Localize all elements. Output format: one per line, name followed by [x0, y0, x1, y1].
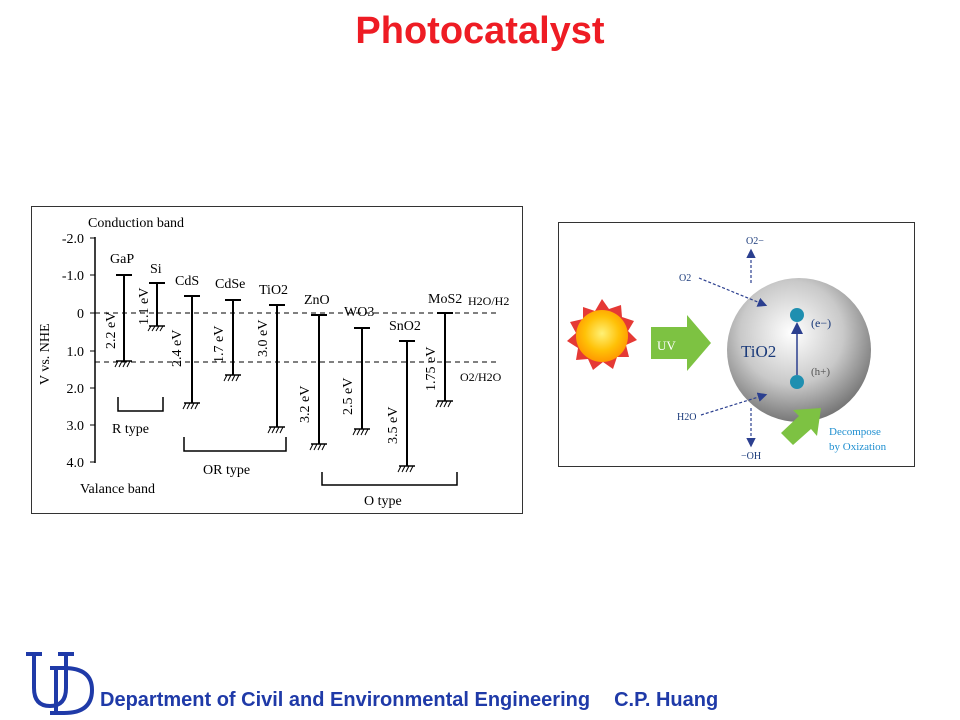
gap-bar-wo3	[352, 327, 370, 436]
gap-bar-mos2	[435, 312, 453, 408]
material-label: Si	[150, 262, 162, 277]
or-type-bracket	[183, 437, 287, 452]
electron-label: (e−)	[811, 316, 831, 330]
material-labels: GaP Si CdS CdSe TiO2 ZnO WO3 SnO2 MoS2	[110, 252, 462, 334]
or-type-label: OR type	[203, 463, 250, 478]
material-label: ZnO	[304, 293, 330, 308]
hole-label: (h+)	[811, 366, 830, 378]
gap-value-labels: 2.2 eV 1.1 eV 2.4 eV 1.7 eV 3.0 eV 3.2 e…	[104, 288, 439, 444]
decompose-text: Decompose by Oxization	[829, 426, 887, 453]
uv-arrow: UV	[651, 315, 711, 371]
gap-value-label: 2.2 eV	[104, 312, 119, 349]
hydroxyl-label: −OH	[741, 451, 761, 462]
h2-redox-label: H2O/H2	[468, 294, 509, 308]
gap-bar-si	[147, 282, 165, 332]
gap-bar-cdse	[223, 299, 241, 382]
group-labels: R type OR type O type	[112, 422, 402, 509]
material-label: CdSe	[215, 277, 245, 292]
gap-value-label: 2.4 eV	[170, 330, 185, 367]
tio2-particle	[727, 278, 871, 422]
y-tick-label: 0	[77, 307, 84, 322]
gap-bar-sno2	[397, 340, 415, 473]
band-edge-svg: Conduction band Valance band V vs. NHE -…	[38, 216, 509, 509]
conduction-band-label: Conduction band	[88, 216, 184, 231]
gap-bar-tio2	[267, 304, 285, 434]
gap-value-label: 2.5 eV	[341, 378, 356, 415]
electron-dot	[790, 308, 804, 322]
o2-redox-label: O2/H2O	[460, 370, 502, 384]
author-name: C.P. Huang	[614, 689, 719, 711]
gap-bar-zno	[309, 314, 327, 451]
gap-value-label: 3.5 eV	[386, 407, 401, 444]
department-name: Department of Civil and Environmental En…	[100, 689, 591, 711]
tio2-label: TiO2	[741, 342, 776, 361]
footer: Department of Civil and Environmental En…	[100, 689, 718, 712]
y-axis-label: V vs. NHE	[38, 323, 53, 385]
uv-label: UV	[657, 338, 676, 353]
decompose-line2: by Oxization	[829, 441, 887, 453]
y-tick-labels: -2.0 -1.0 0 1.0 2.0 3.0 4.0	[62, 232, 84, 471]
gap-bar-gap	[114, 274, 132, 368]
material-label: SnO2	[389, 319, 421, 334]
h2o-label: H2O	[677, 412, 696, 423]
material-label: TiO2	[259, 283, 288, 298]
gap-value-label: 3.0 eV	[256, 320, 271, 357]
species-labels: O2− O2 H2O −OH	[677, 236, 764, 462]
o2-label: O2	[679, 273, 691, 284]
h2o-oxidation-arrow	[700, 392, 768, 416]
y-tick-label: 4.0	[67, 456, 85, 471]
material-label: MoS2	[428, 292, 462, 307]
group-brackets	[117, 397, 458, 486]
valence-band-label: Valance band	[80, 482, 155, 497]
o-type-label: O type	[364, 494, 402, 509]
y-tick-label: 1.0	[67, 345, 85, 360]
r-type-label: R type	[112, 422, 149, 437]
band-edge-diagram: Conduction band Valance band V vs. NHE -…	[31, 206, 523, 514]
sun-icon	[567, 299, 637, 370]
gap-bar-cds	[182, 295, 200, 410]
page-title: Photocatalyst	[355, 10, 605, 52]
y-tick-label: 3.0	[67, 419, 85, 434]
o-type-bracket	[321, 472, 458, 486]
y-tick-marks	[90, 237, 95, 463]
decompose-line1: Decompose	[829, 426, 881, 438]
mechanism-svg: UV TiO2 (e−) (h+) O2− O2 H2O −OH Decompo…	[567, 236, 887, 462]
hole-dot	[790, 375, 804, 389]
gap-value-label: 1.75 eV	[424, 347, 439, 391]
gap-value-label: 1.1 eV	[137, 288, 152, 325]
y-tick-label: 2.0	[67, 382, 85, 397]
o2-radical-label: O2−	[746, 236, 764, 247]
y-tick-label: -1.0	[62, 269, 84, 284]
y-tick-label: -2.0	[62, 232, 84, 247]
material-label: CdS	[175, 274, 199, 289]
r-type-bracket	[117, 397, 164, 412]
gap-value-label: 3.2 eV	[298, 386, 313, 423]
band-bars	[114, 274, 453, 473]
gap-value-label: 1.7 eV	[212, 326, 227, 363]
o2-reduction-arrow	[698, 277, 768, 307]
tio2-mechanism-diagram: UV TiO2 (e−) (h+) O2− O2 H2O −OH Decompo…	[558, 222, 915, 467]
material-label: WO3	[344, 305, 374, 320]
material-label: GaP	[110, 252, 134, 267]
ud-logo	[26, 652, 95, 715]
decompose-arrow	[781, 408, 821, 445]
reaction-arrows	[698, 248, 768, 448]
